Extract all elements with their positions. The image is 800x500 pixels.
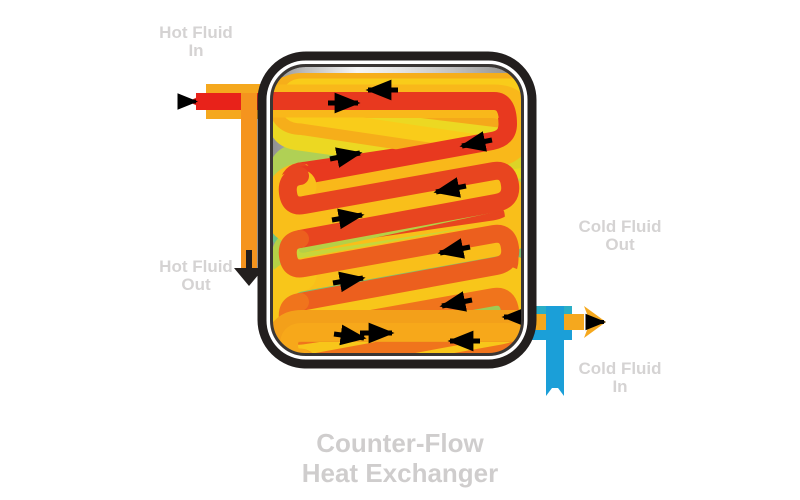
label-cold-inlet-2: In: [612, 377, 627, 396]
diagram-caption-2: Heat Exchanger: [302, 458, 499, 488]
hot-arrow-3-icon: [331, 208, 365, 230]
hot-outlet-pipe-cap: [206, 84, 257, 93]
hot-outlet-pipe: [241, 84, 257, 274]
serpentine-group: [272, 73, 522, 354]
hot-run-2-core: [278, 161, 520, 248]
label-hot-outlet: Hot Fluid: [159, 257, 233, 276]
shell-rim-overlay: [263, 57, 531, 363]
label-cold-inlet: Cold Fluid: [578, 359, 661, 378]
cold-arrow-3-icon: [433, 177, 467, 198]
cold-inlet-header: [500, 330, 572, 340]
shell-inner-edge: [270, 64, 524, 356]
label-group: Hot Fluid In Hot Fluid Out Cold Fluid Ou…: [159, 23, 661, 488]
cold-inlet-pipe: [546, 306, 564, 388]
flow-arrow-group: [328, 79, 522, 352]
serpentine-render: [272, 73, 522, 354]
label-hot-inlet-2: In: [188, 41, 203, 60]
label-hot-outlet-2: Out: [181, 275, 211, 294]
hot-outlet-arrow-stem: [246, 250, 252, 272]
hot-exit-run-core: [280, 323, 522, 354]
cold-arrow-5-icon: [439, 291, 473, 312]
shell-outline-overlay-dark: [258, 52, 536, 368]
cold-arrow-4-icon: [437, 238, 471, 259]
label-cold-outlet: Cold Fluid: [578, 217, 661, 236]
shell-outline-overlay: [258, 52, 536, 368]
hot-arrow-4-icon: [332, 271, 366, 293]
label-hot-inlet: Hot Fluid: [159, 23, 233, 42]
hot-run-1-core: [272, 92, 517, 185]
hot-arrow-5-icon: [333, 324, 367, 346]
hot-arrow-2-icon: [329, 147, 363, 168]
cold-inlet-arrow-icon: [546, 368, 564, 396]
hot-run-3-core: [278, 224, 520, 311]
hot-outlet-arrow-icon: [234, 268, 264, 286]
diagram-caption: Counter-Flow: [316, 428, 484, 458]
label-cold-outlet-2: Out: [605, 235, 635, 254]
cold-arrow-2-icon: [459, 131, 493, 152]
